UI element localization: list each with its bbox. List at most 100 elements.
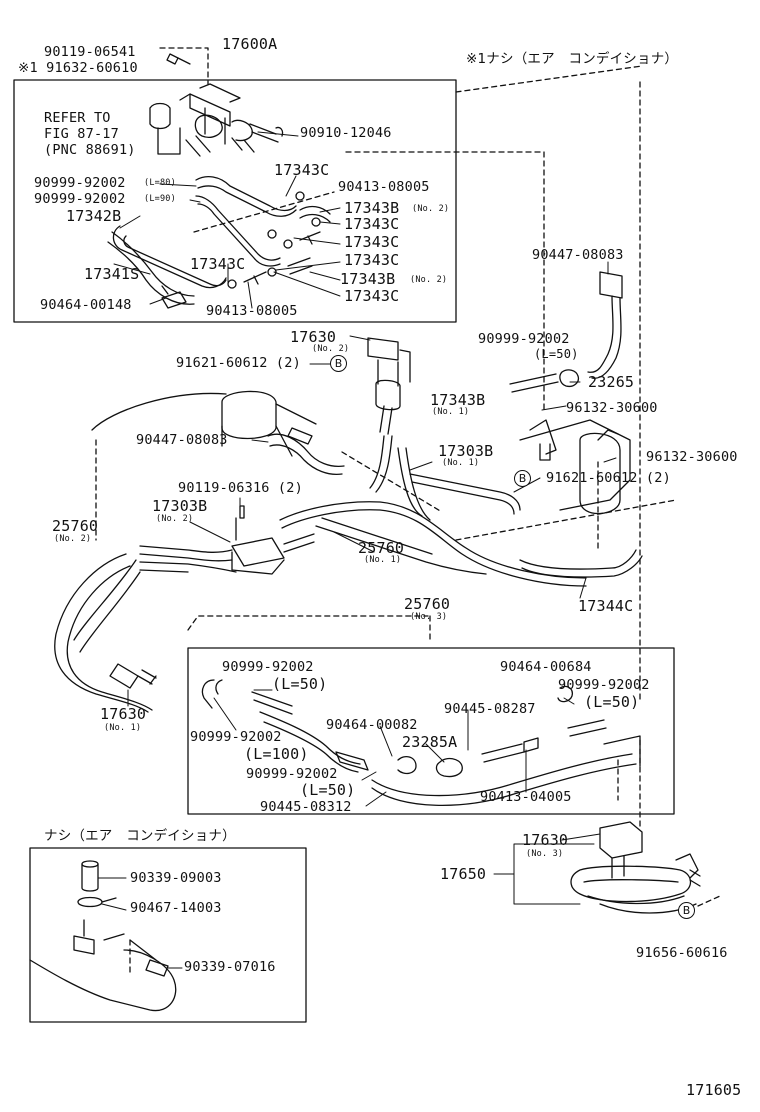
- label-90467-14003: 90467-14003: [130, 900, 222, 916]
- label-17343c-b: 17343C: [344, 215, 400, 233]
- label-leaders: [97, 131, 617, 969]
- label-refer-line2: FIG 87-17: [44, 126, 119, 142]
- label-90464-00684: 90464-00684: [500, 659, 592, 675]
- hose-17342b-inner: [123, 235, 227, 287]
- label-90999-92002-a: 90999-92002: [34, 175, 126, 191]
- label-90999-92002-c: 90999-92002: [478, 331, 570, 347]
- label-17343b-b: 17343B: [340, 270, 396, 288]
- label-l80: (L=80): [144, 178, 176, 188]
- label-90464-00148: 90464-00148: [40, 297, 132, 313]
- label-no2-b: (No. 2): [410, 275, 448, 285]
- page-id: 171605: [686, 1081, 742, 1099]
- sensor-17630-no1: [109, 663, 157, 689]
- label-90445-08287: 90445-08287: [444, 701, 536, 717]
- ref-b-circle-c: B: [678, 902, 695, 919]
- hoses-17343b: [287, 205, 331, 275]
- label-17343c-e: 17343C: [190, 255, 246, 273]
- label-17343c-d: 17343C: [344, 251, 400, 269]
- vsv-assembly-17600a: [149, 83, 284, 157]
- ref-b-circle-a: B: [330, 355, 347, 372]
- label-90447-08083-b: 90447-08083: [136, 432, 228, 448]
- leader-lines-top: [159, 47, 643, 703]
- label-90119-06541: 90119-06541: [44, 44, 136, 60]
- pipe-long-left: [315, 517, 487, 575]
- label-no2-c: (No. 2): [312, 344, 350, 354]
- label-no3-b: (No. 3): [526, 849, 564, 859]
- label-91621-60612-b: 91621-60612 (2): [546, 470, 671, 486]
- label-23265: 23265: [588, 373, 635, 391]
- hose-l80-inner: [197, 185, 297, 217]
- label-17343c-c: 17343C: [344, 233, 400, 251]
- bolt-90119-06541: [166, 53, 191, 65]
- pipe-17344c: [519, 549, 643, 578]
- frame-inset: [29, 847, 307, 1023]
- hose-17343b-no1: [369, 435, 393, 493]
- label-17630-a: 17630: [290, 328, 337, 346]
- hose-90999-92002-c: [509, 373, 559, 393]
- label-90464-00082: 90464-00082: [326, 717, 418, 733]
- label-90999-92002-b: 90999-92002: [34, 191, 126, 207]
- frame-top-group: [13, 79, 457, 323]
- label-17600a: 17600A: [222, 35, 278, 53]
- label-no2-a: (No. 2): [412, 204, 450, 214]
- pipe-25760-no2-b: [66, 565, 153, 711]
- leader-lines-lower: [617, 739, 641, 831]
- pipe-25760-no2: [54, 553, 149, 713]
- label-90910-12046: 90910-12046: [300, 125, 392, 141]
- engine-component-right: [519, 419, 631, 515]
- label-17303b-b: 17303B: [152, 497, 208, 515]
- label-refer-line3: (PNC 88691): [44, 142, 136, 158]
- label-refer-line1: REFER TO: [44, 110, 111, 126]
- label-17341s: 17341S: [84, 265, 140, 283]
- label-no2-d: (No. 2): [156, 514, 194, 524]
- hose-l90: [195, 195, 281, 261]
- pipe-25760-no1: [279, 501, 587, 579]
- label-no1-b: (No. 1): [442, 458, 480, 468]
- label-17630-c: 17630: [522, 831, 569, 849]
- hose-17303b-no1: [397, 447, 431, 521]
- label-no2-e: (No. 2): [54, 534, 92, 544]
- label-91621-60612-a: 91621-60612 (2): [176, 355, 301, 371]
- canister-outline: [91, 390, 277, 440]
- hose-90447-08083-b-inner: [269, 444, 343, 476]
- label-90999-92002-d: 90999-92002: [222, 659, 314, 675]
- clamps-17343c: [227, 191, 321, 289]
- hose-l90-inner: [197, 203, 281, 267]
- label-17342b: 17342B: [66, 207, 122, 225]
- inset-parts: [29, 860, 177, 1012]
- frame-lower-group: [187, 647, 675, 815]
- label-90413-04005: 90413-04005: [480, 789, 572, 805]
- ref-b-circle-b: B: [514, 470, 531, 487]
- vsv-bracket-assembly: [139, 505, 315, 575]
- label-90445-08312: 90445-08312: [260, 799, 352, 815]
- label-90339-07016: 90339-07016: [184, 959, 276, 975]
- label-96132-30600-b: 96132-30600: [646, 449, 738, 465]
- label-no1-d: (No. 1): [104, 723, 142, 733]
- label-96132-30600-a: 96132-30600: [566, 400, 658, 416]
- label-l100: (L=100): [244, 745, 309, 763]
- label-90999-92002-g: 90999-92002: [246, 766, 338, 782]
- label-17343c-f: 17343C: [344, 287, 400, 305]
- label-90119-06316: 90119-06316 (2): [178, 480, 303, 496]
- label-l50-c: (L=50): [584, 693, 640, 711]
- label-90447-08083-a: 90447-08083: [532, 247, 624, 263]
- label-23285a: 23285A: [402, 733, 458, 751]
- label-91632-60610: ※1 91632-60610: [18, 60, 138, 76]
- label-no3-a: (No. 3): [410, 612, 448, 622]
- clip-90464-00148: [161, 285, 187, 309]
- label-no1-a: (No. 1): [432, 407, 470, 417]
- vsv-17630-no3-assembly: [570, 821, 701, 914]
- label-17343b-c: 17343B: [430, 391, 486, 409]
- label-90339-09003: 90339-09003: [130, 870, 222, 886]
- vsv-17630-no2: [367, 337, 411, 435]
- lower-group-hoses: [201, 679, 641, 806]
- label-17303b-a: 17303B: [438, 442, 494, 460]
- label-91656-60616: 91656-60616: [636, 945, 728, 961]
- label-25760-a: 25760: [52, 517, 99, 535]
- hose-17341s-inner: [107, 241, 195, 305]
- label-17630-b: 17630: [100, 705, 147, 723]
- note-no-aircon: ※1ナシ（エア コンデイショナ）: [466, 51, 679, 67]
- pipe-25760-no2-c: [73, 559, 141, 653]
